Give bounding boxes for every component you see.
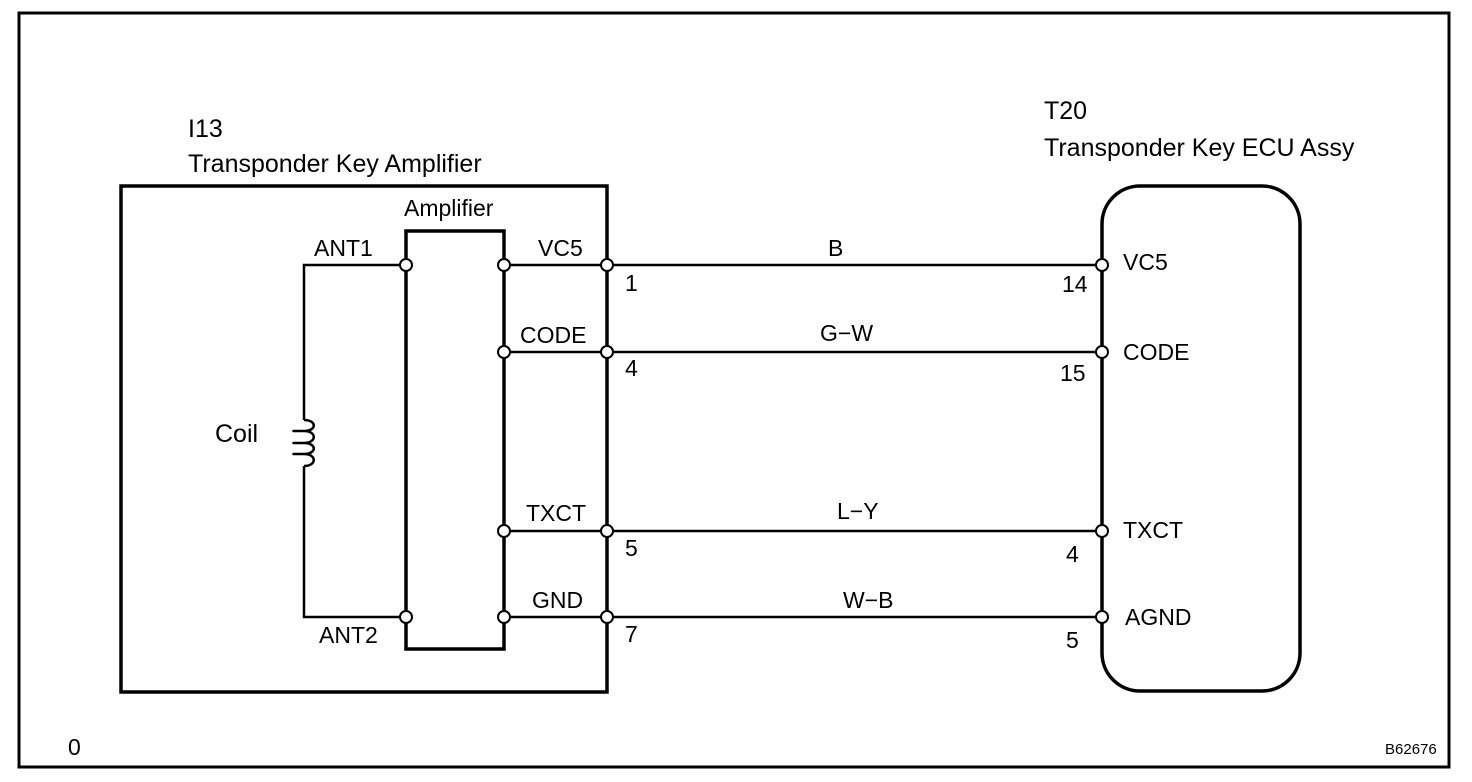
wire-vc5-color: B: [828, 235, 843, 261]
wire-txct-left-terminal: TXCT: [526, 500, 586, 526]
wire-gnd-right-terminal: AGND: [1125, 604, 1191, 630]
wire-gnd-right-pin: 5: [1066, 627, 1079, 653]
ant1-label: ANT1: [314, 235, 373, 261]
right-component-id: T20: [1044, 97, 1087, 125]
wire-code-left-terminal: CODE: [520, 322, 586, 348]
ecu-box: [1100, 184, 1302, 693]
right-component-name: Transponder Key ECU Assy: [1044, 134, 1355, 162]
wire-code: CODE 4 G−W 15 CODE: [497, 320, 1189, 386]
wire-code-left-pin: 4: [625, 355, 638, 381]
wire-txct: TXCT 5 L−Y 4 TXCT: [497, 498, 1183, 567]
footer-left-code: 0: [68, 734, 81, 760]
wire-txct-color: L−Y: [837, 498, 879, 524]
outer-frame: [17, 11, 1451, 769]
left-component-name: Transponder Key Amplifier: [188, 150, 482, 178]
wire-gnd: GND 7 W−B 5 AGND: [497, 587, 1191, 653]
wire-txct-right-pin: 4: [1066, 541, 1079, 567]
wire-gnd-color: W−B: [843, 587, 893, 613]
amplifier-unit-box: [119, 184, 609, 694]
left-component-id: I13: [188, 115, 223, 143]
coil-wire: [302, 263, 406, 619]
figure-code: B62676: [1385, 741, 1437, 758]
ant2-label: ANT2: [319, 622, 378, 648]
coil-icon: [292, 418, 315, 468]
amplifier-block: [404, 229, 506, 651]
wire-vc5-right-pin: 14: [1062, 271, 1088, 297]
wire-code-color: G−W: [820, 320, 873, 346]
ant2-terminal: [399, 610, 413, 624]
wire-code-right-pin: 15: [1060, 360, 1086, 386]
wire-vc5-left-pin: 1: [625, 270, 638, 296]
ant1-terminal: [399, 258, 413, 272]
wire-gnd-left-terminal: GND: [532, 587, 583, 613]
wire-txct-right-terminal: TXCT: [1123, 517, 1183, 543]
amplifier-label: Amplifier: [404, 195, 494, 221]
wire-vc5-right-terminal: VC5: [1123, 249, 1168, 275]
wire-code-right-terminal: CODE: [1123, 339, 1189, 365]
wire-vc5-left-terminal: VC5: [538, 235, 583, 261]
wire-txct-left-pin: 5: [625, 535, 638, 561]
wire-gnd-left-pin: 7: [625, 621, 638, 647]
wire-vc5: VC5 1 B 14 VC5: [497, 235, 1168, 297]
coil-label: Coil: [215, 420, 258, 448]
